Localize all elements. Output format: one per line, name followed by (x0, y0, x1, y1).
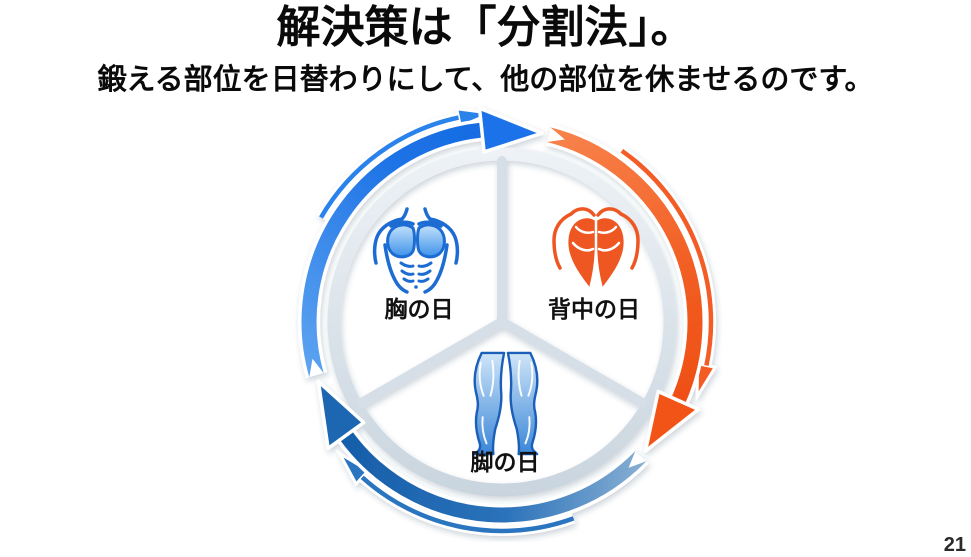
back-muscles-icon (552, 207, 640, 287)
chest-muscles-icon (372, 207, 460, 294)
divider-lower-left (357, 317, 507, 408)
chest-day-arrow-arc (298, 119, 483, 379)
leg-muscles-icon (473, 351, 539, 456)
slide-title: 解決策は「分割法」。 (276, 3, 695, 52)
leg-day-arrow-arc (337, 428, 649, 526)
leg-day-arrowhead-icon (316, 379, 366, 451)
page-number: 21 (943, 534, 966, 556)
leg-day-thin-arrow-icon (335, 449, 576, 536)
segment-label-chest-day: 胸の日 (384, 296, 454, 322)
back-day-arrow-arc (546, 124, 706, 405)
cycle-ring (327, 147, 677, 497)
slide-subtitle: 鍛える部位を日替わりにして、他の部位を休ませるのです。 (97, 64, 874, 96)
arc-tail-notches (309, 127, 647, 468)
segment-label-leg-day: 脚の日 (470, 449, 540, 475)
training-cycle-diagram (298, 106, 718, 536)
back-day-arrowhead-icon (643, 389, 701, 453)
segment-label-back-day: 背中の日 (548, 296, 640, 322)
divider-lower-right (497, 317, 647, 408)
segment-dividers (357, 156, 647, 408)
chest-day-arrowhead-icon (477, 106, 544, 154)
